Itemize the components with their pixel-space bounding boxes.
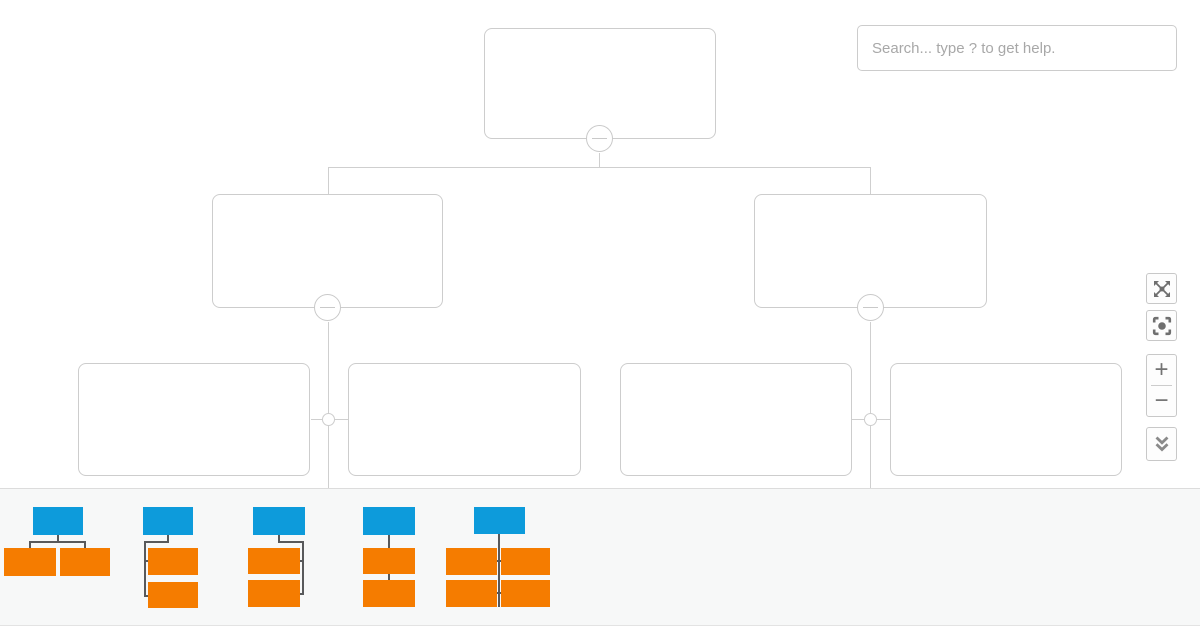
template-option-4[interactable] (363, 507, 415, 608)
connector-line (870, 167, 871, 194)
expand-arrows-icon (1153, 280, 1170, 297)
parent-node-thumb (363, 507, 415, 535)
search-input[interactable] (857, 25, 1177, 71)
minus-icon (592, 137, 607, 140)
expand-fullscreen-button[interactable] (1146, 273, 1177, 304)
thumb-connector (388, 574, 390, 580)
org-node-left-child-1[interactable] (78, 363, 310, 476)
thumb-connector (29, 541, 31, 548)
thumb-connector (302, 541, 304, 595)
org-node-left[interactable] (212, 194, 443, 308)
thumb-connector (495, 560, 503, 562)
org-node-right-child-2[interactable] (890, 363, 1122, 476)
thumb-connector (298, 560, 303, 562)
connector-line (870, 322, 871, 488)
thumb-connector (167, 535, 169, 543)
divider (1151, 385, 1172, 386)
child-node-thumb (446, 548, 497, 575)
connector-line (311, 419, 322, 420)
connector-line (328, 322, 329, 488)
connector-line (852, 419, 864, 420)
thumb-connector (144, 541, 146, 597)
child-node-thumb (4, 548, 56, 576)
child-node-thumb (148, 548, 198, 575)
thumb-connector (144, 595, 149, 597)
org-node-root[interactable] (484, 28, 716, 139)
child-node-thumb (501, 548, 550, 575)
double-chevron-down-icon (1155, 436, 1168, 452)
child-node-thumb (446, 580, 497, 607)
fit-screen-icon (1152, 316, 1171, 335)
child-node-thumb (501, 580, 550, 607)
parent-node-thumb (474, 507, 525, 534)
fit-to-screen-button[interactable] (1146, 310, 1177, 341)
org-node-left-child-2[interactable] (348, 363, 581, 476)
collapse-all-button[interactable] (1146, 427, 1177, 461)
child-node-thumb (248, 580, 300, 607)
child-node-thumb (363, 548, 415, 574)
connector-junction-dot (864, 413, 877, 426)
collapse-button-root[interactable] (586, 125, 613, 152)
collapse-button-left[interactable] (314, 294, 341, 321)
connector-line (877, 419, 890, 420)
minus-icon (863, 306, 878, 309)
org-node-right-child-1[interactable] (620, 363, 852, 476)
zoom-out-button[interactable]: − (1154, 387, 1169, 414)
thumb-connector (278, 541, 303, 543)
connector-line (599, 153, 600, 167)
parent-node-thumb (253, 507, 305, 535)
template-option-2[interactable] (143, 507, 199, 608)
thumb-connector (144, 541, 169, 543)
thumb-connector (84, 541, 86, 548)
thumb-connector (388, 535, 390, 548)
template-option-1[interactable] (4, 507, 110, 576)
child-node-thumb (248, 548, 300, 574)
template-option-3[interactable] (248, 507, 305, 608)
child-node-thumb (363, 580, 415, 607)
collapse-button-right[interactable] (857, 294, 884, 321)
child-node-thumb (60, 548, 110, 576)
thumb-connector (498, 534, 500, 607)
thumb-connector (57, 535, 59, 542)
connector-line (328, 167, 871, 168)
thumb-connector (144, 560, 149, 562)
zoom-in-button[interactable]: + (1154, 356, 1169, 383)
org-node-right[interactable] (754, 194, 987, 308)
thumb-connector (495, 592, 503, 594)
connector-line (328, 167, 329, 194)
parent-node-thumb (33, 507, 83, 535)
connector-line (335, 419, 348, 420)
zoom-control: + − (1146, 354, 1177, 417)
parent-node-thumb (143, 507, 193, 535)
thumb-connector (29, 541, 85, 543)
templates-panel (0, 488, 1200, 626)
connector-junction-dot (322, 413, 335, 426)
template-option-5[interactable] (446, 507, 550, 608)
child-node-thumb (148, 582, 198, 608)
minus-icon (320, 306, 335, 309)
thumb-connector (298, 593, 303, 595)
thumb-connector (278, 535, 280, 543)
